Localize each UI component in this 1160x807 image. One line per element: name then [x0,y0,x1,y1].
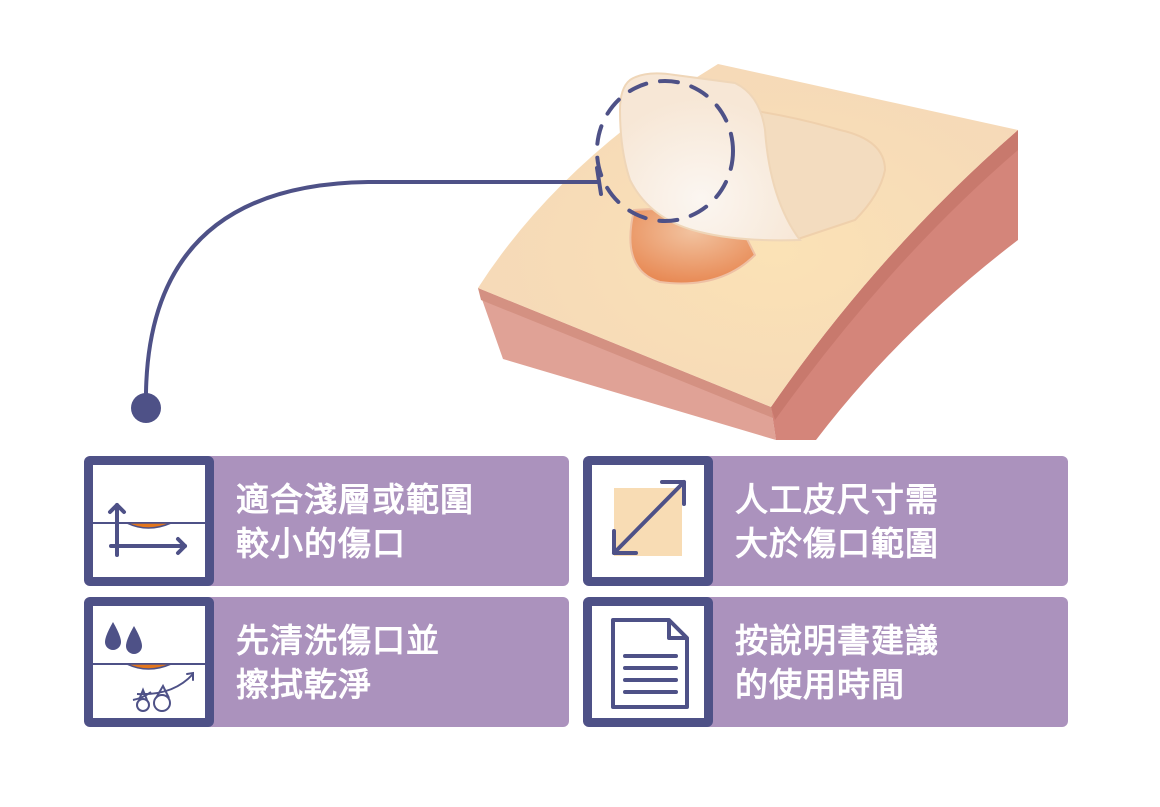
card-line-2: 擦拭乾淨 [236,665,372,704]
card-line-2: 較小的傷口 [236,524,406,563]
card-line-1: 人工皮尺寸需 [735,480,939,519]
icon-frame [84,456,214,586]
wound-size-arrows-icon [93,503,205,557]
card-line-2: 的使用時間 [735,665,905,704]
card-text: 先清洗傷口並 擦拭乾淨 [236,619,440,707]
water-drops-clean-icon [93,622,205,712]
artificial-skin-dressing [618,72,887,242]
card-line-1: 先清洗傷口並 [236,621,440,660]
info-card-follow-instructions: 按說明書建議 的使用時間 [583,597,1068,727]
card-line-2: 大於傷口範圍 [735,524,939,563]
icon-frame [84,597,214,727]
info-card-clean-and-dry: 先清洗傷口並 擦拭乾淨 [84,597,569,727]
card-text: 適合淺層或範圍 較小的傷口 [236,478,474,566]
wound-dressing-illustration [131,64,1018,440]
info-card-shallow-small-wound: 適合淺層或範圍 較小的傷口 [84,456,569,586]
card-line-1: 按說明書建議 [735,621,939,660]
card-text: 人工皮尺寸需 大於傷口範圍 [735,478,939,566]
info-card-size-larger-than-wound: 人工皮尺寸需 大於傷口範圍 [583,456,1068,586]
dashed-highlight-circle [595,79,735,223]
callout-connector [131,166,603,423]
card-text: 按說明書建議 的使用時間 [735,619,939,707]
icon-frame [583,456,713,586]
resize-diagonal-icon [612,480,686,556]
document-icon [611,618,689,709]
card-line-1: 適合淺層或範圍 [236,480,474,519]
icon-frame [583,597,713,727]
